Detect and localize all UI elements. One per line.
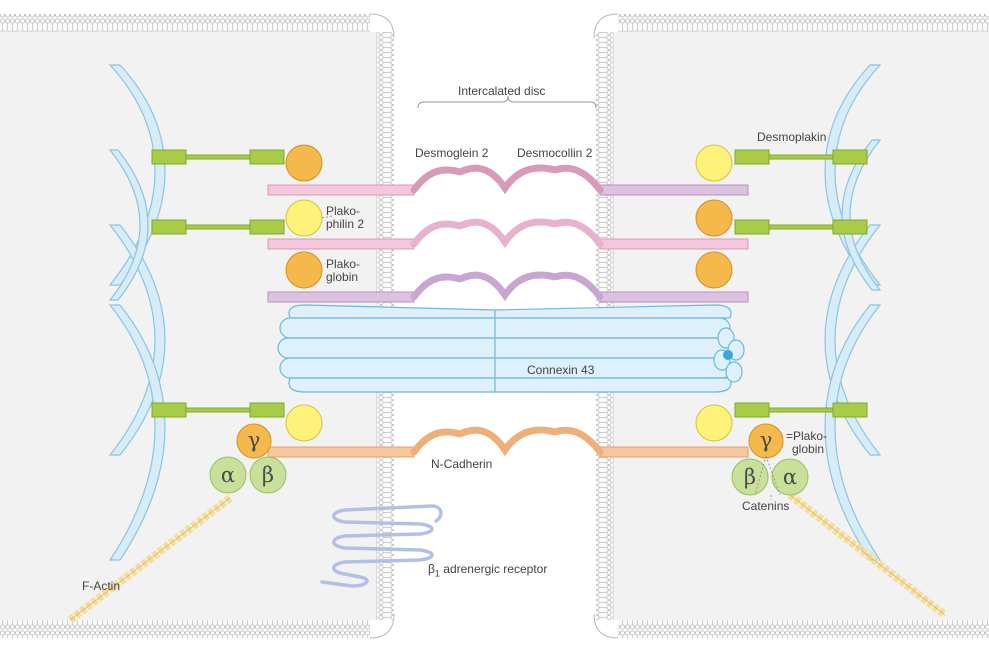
f-actin-label: F-Actin <box>82 579 121 593</box>
left-cell-top-membrane <box>0 14 370 32</box>
left-alpha-label: α <box>220 463 236 487</box>
right-plakoglobin-label-line1: =Plako- <box>786 429 828 443</box>
n-cadherin <box>267 426 749 458</box>
beta1-receptor-label: β1 adrenergic receptor <box>428 563 547 580</box>
plakophilin-label-line2: philin 2 <box>326 217 365 231</box>
leader-lines <box>321 215 781 500</box>
left-f-actin <box>67 494 233 624</box>
left-beta-label: β <box>261 463 275 487</box>
left-cell-bottom-membrane <box>0 620 370 638</box>
desmoglein-desmocollin-ectodomains <box>410 164 604 302</box>
right-beta-label: β <box>743 465 757 489</box>
left-gamma-label: γ <box>247 428 261 452</box>
beta1-adrenergic-receptor <box>320 504 443 588</box>
connexin-label: Connexin 43 <box>527 363 595 377</box>
plakophilin-label-line1: Plako- <box>326 204 361 218</box>
connexin-43-channel <box>277 304 745 393</box>
n-cadherin-label: N-Cadherin <box>431 457 493 471</box>
intercalated-disc-bracket <box>417 95 597 109</box>
right-cell <box>593 13 989 639</box>
right-plakoglobin-label-line2: globin <box>792 442 825 456</box>
right-alpha-label: α <box>782 465 798 489</box>
right-cell-bottom-membrane <box>618 620 989 638</box>
left-intermediate-filaments <box>108 64 166 561</box>
desmoglein-label: Desmoglein 2 <box>415 146 489 160</box>
beta1-receptor-text: adrenergic receptor <box>443 562 548 576</box>
desmocollin-label: Desmocollin 2 <box>517 146 593 160</box>
left-desmoplakin <box>151 149 285 418</box>
right-gamma-label: γ <box>759 428 773 452</box>
intercalated-disc-label: Intercalated disc <box>458 84 546 98</box>
right-desmoplakin <box>734 149 868 418</box>
beta1-symbol: β <box>428 562 435 576</box>
left-plaque-proteins <box>209 144 323 494</box>
beta1-subscript: 1 <box>434 568 440 579</box>
right-plaque-proteins <box>695 144 809 496</box>
right-cell-top-membrane <box>618 14 989 32</box>
right-f-actin <box>787 491 948 619</box>
catenins-label: Catenins <box>742 499 790 513</box>
plakoglobin-label-line1: Plako- <box>326 257 361 271</box>
desmoplakin-label: Desmoplakin <box>757 130 827 144</box>
plakoglobin-label-line2: globin <box>326 270 359 284</box>
